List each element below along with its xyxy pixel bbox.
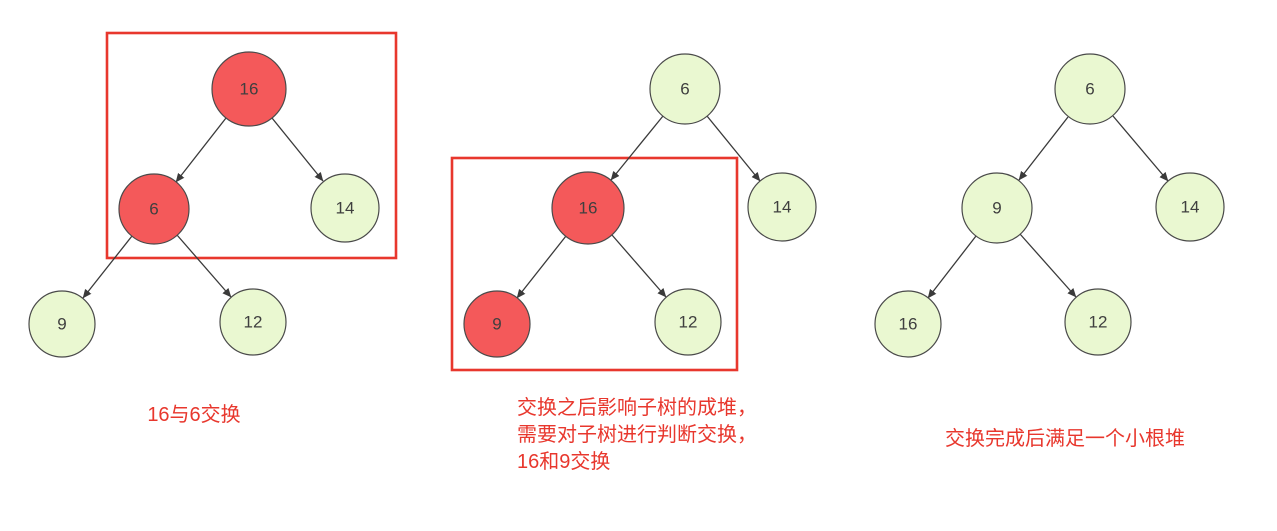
- tree3-right-node-circle: [1155, 172, 1225, 242]
- tree3-leftright-node-circle: [1064, 288, 1132, 356]
- tree3-right-node-value: 14: [1181, 198, 1200, 217]
- tree1-leftleft-node-circle: [28, 290, 96, 358]
- caption-step2: 交换之后影响子树的成堆， 需要对子树进行判断交换， 16和9交换: [517, 395, 837, 476]
- tree1-root-node-value: 16: [240, 80, 259, 99]
- edge-arrow-left-leftright: [1019, 233, 1077, 298]
- caption-step1: 16与6交换: [104, 402, 284, 429]
- highlight-box-step2: [450, 156, 739, 372]
- edge-arrow-root-left: [175, 117, 227, 183]
- tree3-left-node-value: 9: [992, 199, 1001, 218]
- tree3-left-node-circle: [961, 172, 1033, 244]
- caption-line: 交换之后影响子树的成堆，: [517, 397, 757, 419]
- edge-arrow-left-leftleft: [516, 235, 567, 299]
- caption-step3: 交换完成后满足一个小根堆: [900, 426, 1230, 453]
- tree1-leftright-node-value: 12: [244, 313, 263, 332]
- edge-arrow-left-leftright: [176, 234, 232, 298]
- tree3-leftleft-node-circle: [874, 290, 942, 358]
- edge-arrow-root-left: [1018, 116, 1069, 181]
- highlight-box-step1: [105, 31, 398, 260]
- edge-arrow-root-right: [271, 117, 324, 182]
- tree3-root-node-value: 6: [1085, 80, 1094, 99]
- edge-arrow-root-left: [610, 115, 664, 181]
- edge-arrow-left-leftleft: [927, 235, 977, 299]
- tree2-leftright-node-value: 12: [679, 313, 698, 332]
- edge-arrow-root-right: [706, 115, 761, 182]
- tree2-root-node-circle: [649, 53, 721, 125]
- tree2-left-node-circle: [551, 171, 625, 245]
- edge-arrow-left-leftleft: [82, 235, 133, 299]
- tree2-leftleft-node-circle: [463, 290, 531, 358]
- edge-arrow-root-right: [1112, 115, 1169, 182]
- tree2-right-node-circle: [747, 172, 817, 242]
- edge-arrow-left-leftright: [611, 234, 667, 298]
- tree-step-3: 6 9 14 16 12: [874, 53, 1225, 358]
- caption-line: 交换完成后满足一个小根堆: [945, 428, 1185, 450]
- tree1-left-node-value: 6: [149, 200, 158, 219]
- tree-step-1: 16 6 14 9 12: [28, 31, 398, 358]
- tree-step-2: 6 16 14 9 12: [450, 53, 817, 372]
- tree2-left-node-value: 16: [579, 199, 598, 218]
- tree1-root-node-circle: [211, 51, 287, 127]
- tree2-right-node-value: 14: [773, 198, 792, 217]
- tree2-leftright-node-circle: [654, 288, 722, 356]
- tree3-root-node-circle: [1054, 53, 1126, 125]
- caption-line: 16与6交换: [147, 404, 241, 426]
- tree1-left-node-circle: [118, 173, 190, 245]
- tree3-leftright-node-value: 12: [1089, 313, 1108, 332]
- tree1-leftright-node-circle: [219, 288, 287, 356]
- tree2-leftleft-node-value: 9: [492, 315, 501, 334]
- tree3-leftleft-node-value: 16: [899, 315, 918, 334]
- caption-line: 需要对子树进行判断交换，: [517, 424, 757, 446]
- tree1-leftleft-node-value: 9: [57, 315, 66, 334]
- tree2-root-node-value: 6: [680, 80, 689, 99]
- tree1-right-node-value: 14: [336, 199, 355, 218]
- caption-line: 16和9交换: [517, 451, 611, 473]
- tree1-right-node-circle: [310, 173, 380, 243]
